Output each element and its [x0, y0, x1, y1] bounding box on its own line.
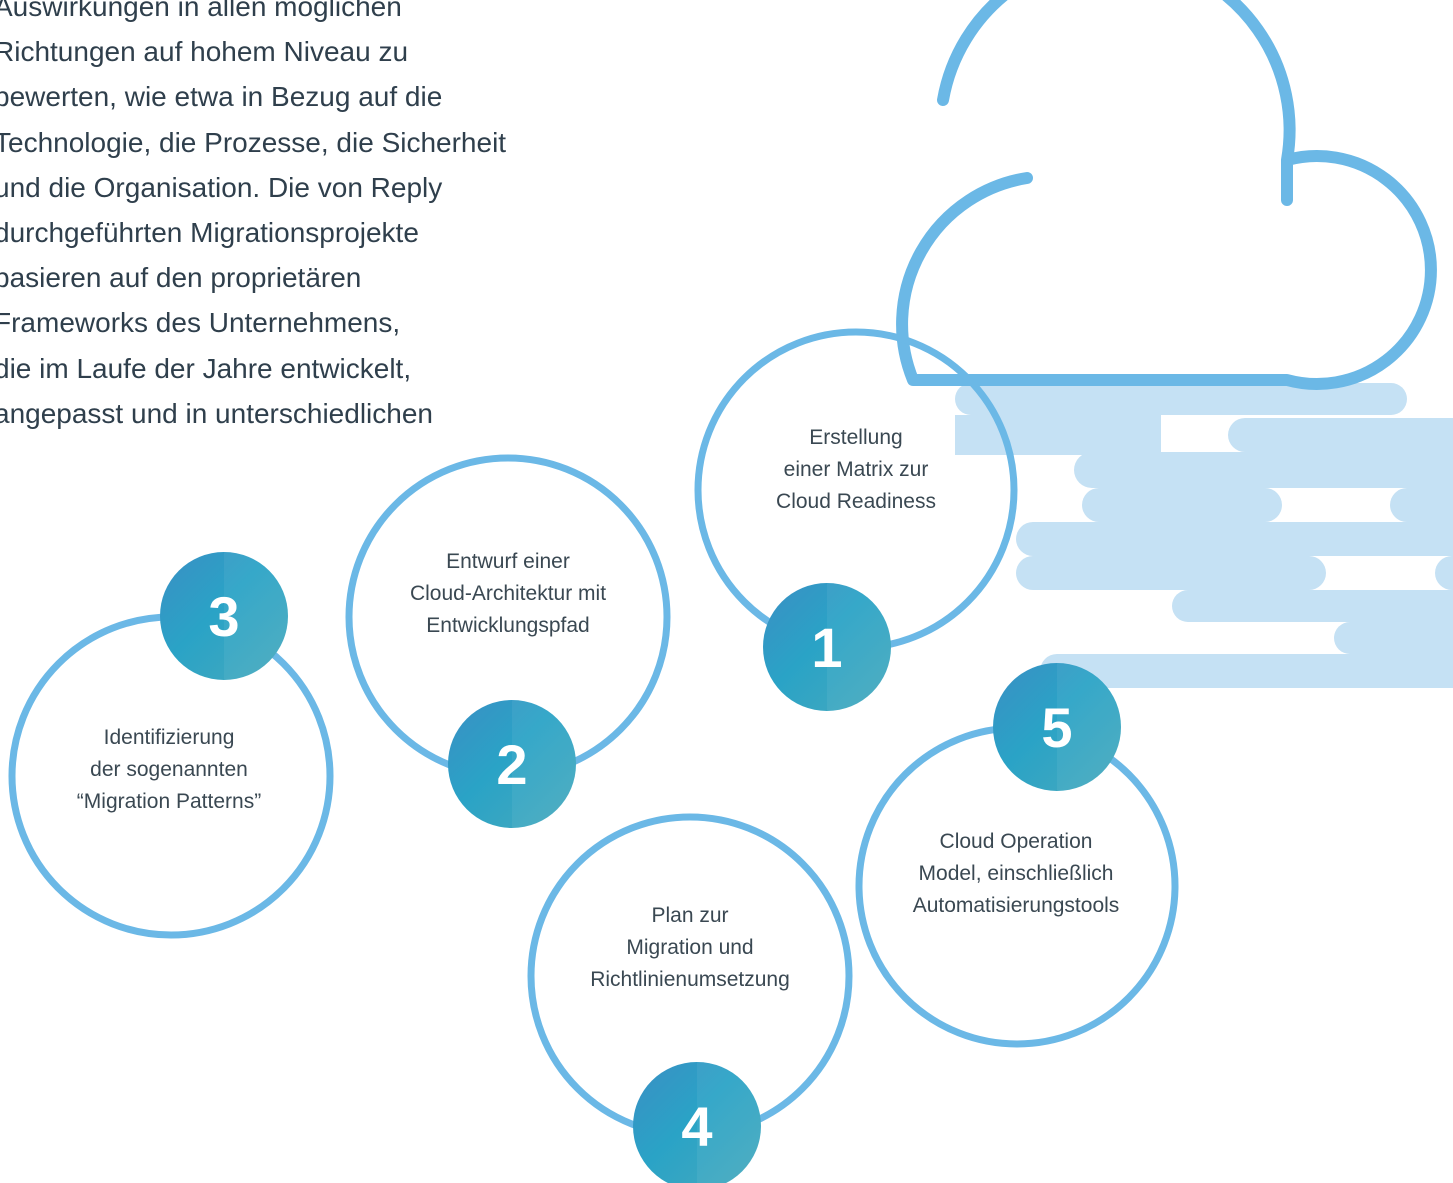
step-3-label-line: “Migration Patterns”	[76, 790, 262, 813]
intro-line: und die Organisation. Die von Reply	[0, 171, 443, 203]
step-1-label-line: Cloud Readiness	[776, 490, 936, 513]
step-4-label: Plan zur Migration und Richtlinienumsetz…	[540, 900, 840, 996]
step-2-label: Entwurf einer Cloud-Architektur mit Entw…	[358, 546, 658, 642]
cloud-stripe	[1334, 622, 1453, 654]
step-1-label: Erstellung einer Matrix zur Cloud Readin…	[706, 422, 1006, 518]
step-5-label: Cloud Operation Model, einschließlich Au…	[866, 826, 1166, 922]
intro-line: angepasst und in unterschiedlichen	[0, 397, 433, 429]
step-5-label-line: Automatisierungstools	[912, 894, 1120, 917]
step-1-label-line: einer Matrix zur	[783, 458, 929, 481]
step-2-label-line: Entwurf einer	[446, 550, 570, 573]
cloud-stripe	[955, 415, 1161, 455]
step-5-label-line: Cloud Operation	[939, 830, 1093, 853]
cloud-stripe	[1074, 452, 1453, 488]
step-4-label-line: Plan zur	[651, 904, 729, 927]
intro-line: Technologie, die Prozesse, die Sicherhei…	[0, 126, 507, 158]
cloud-stripe	[1082, 488, 1282, 522]
step-4-label-line: Richtlinienumsetzung	[590, 968, 790, 991]
step-3-label-line: der sogenannten	[90, 758, 248, 781]
intro-line: Richtungen auf hohem Niveau zu	[0, 36, 409, 68]
cloud-stripe	[1016, 522, 1453, 556]
step-5-label-line: Model, einschließlich	[918, 862, 1114, 885]
cloud-stripe	[1435, 556, 1453, 590]
step-1-badge: 1	[763, 583, 891, 711]
step-1-number: 1	[811, 615, 843, 679]
step-2-label-line: Entwicklungspfad	[426, 614, 590, 637]
intro-line: die im Laufe der Jahre entwickelt,	[0, 352, 412, 384]
step-3-label-line: Identifizierung	[103, 726, 235, 749]
intro-line: bewerten, wie etwa in Bezug auf die	[0, 81, 443, 113]
step-4-badge: 4	[633, 1062, 761, 1183]
step-2-label-line: Cloud-Architektur mit	[409, 582, 607, 605]
step-5-number: 5	[1041, 695, 1073, 759]
cloud-outline	[896, 0, 1437, 390]
step-2-number: 2	[496, 732, 528, 796]
cloud-stripe	[1172, 590, 1453, 622]
step-3-badge: 3	[160, 552, 288, 680]
cloud-stripe	[1040, 654, 1453, 688]
intro-line: Frameworks des Unternehmens,	[0, 307, 401, 339]
step-4-number: 4	[681, 1094, 713, 1158]
step-2-badge: 2	[448, 700, 576, 828]
intro-paragraph: Auswirkungen in allen möglichen Richtung…	[0, 0, 506, 436]
intro-line: basieren auf den proprietären	[0, 262, 362, 294]
intro-line: durchgeführten Migrationsprojekte	[0, 217, 419, 249]
step-1-label-line: Erstellung	[809, 426, 903, 449]
cloud-stripe	[1390, 488, 1453, 522]
cloud-stripes	[955, 383, 1453, 688]
cloud-stripe	[1016, 556, 1326, 590]
intro-line: Auswirkungen in allen möglichen	[0, 0, 402, 22]
step-3-number: 3	[208, 584, 240, 648]
step-5-badge: 5	[993, 663, 1121, 791]
cloud-stripe	[955, 383, 1407, 415]
cloud-stripe	[1228, 418, 1453, 452]
step-3-label: Identifizierung der sogenannten “Migrati…	[19, 722, 319, 818]
step-4-label-line: Migration und	[626, 936, 754, 959]
